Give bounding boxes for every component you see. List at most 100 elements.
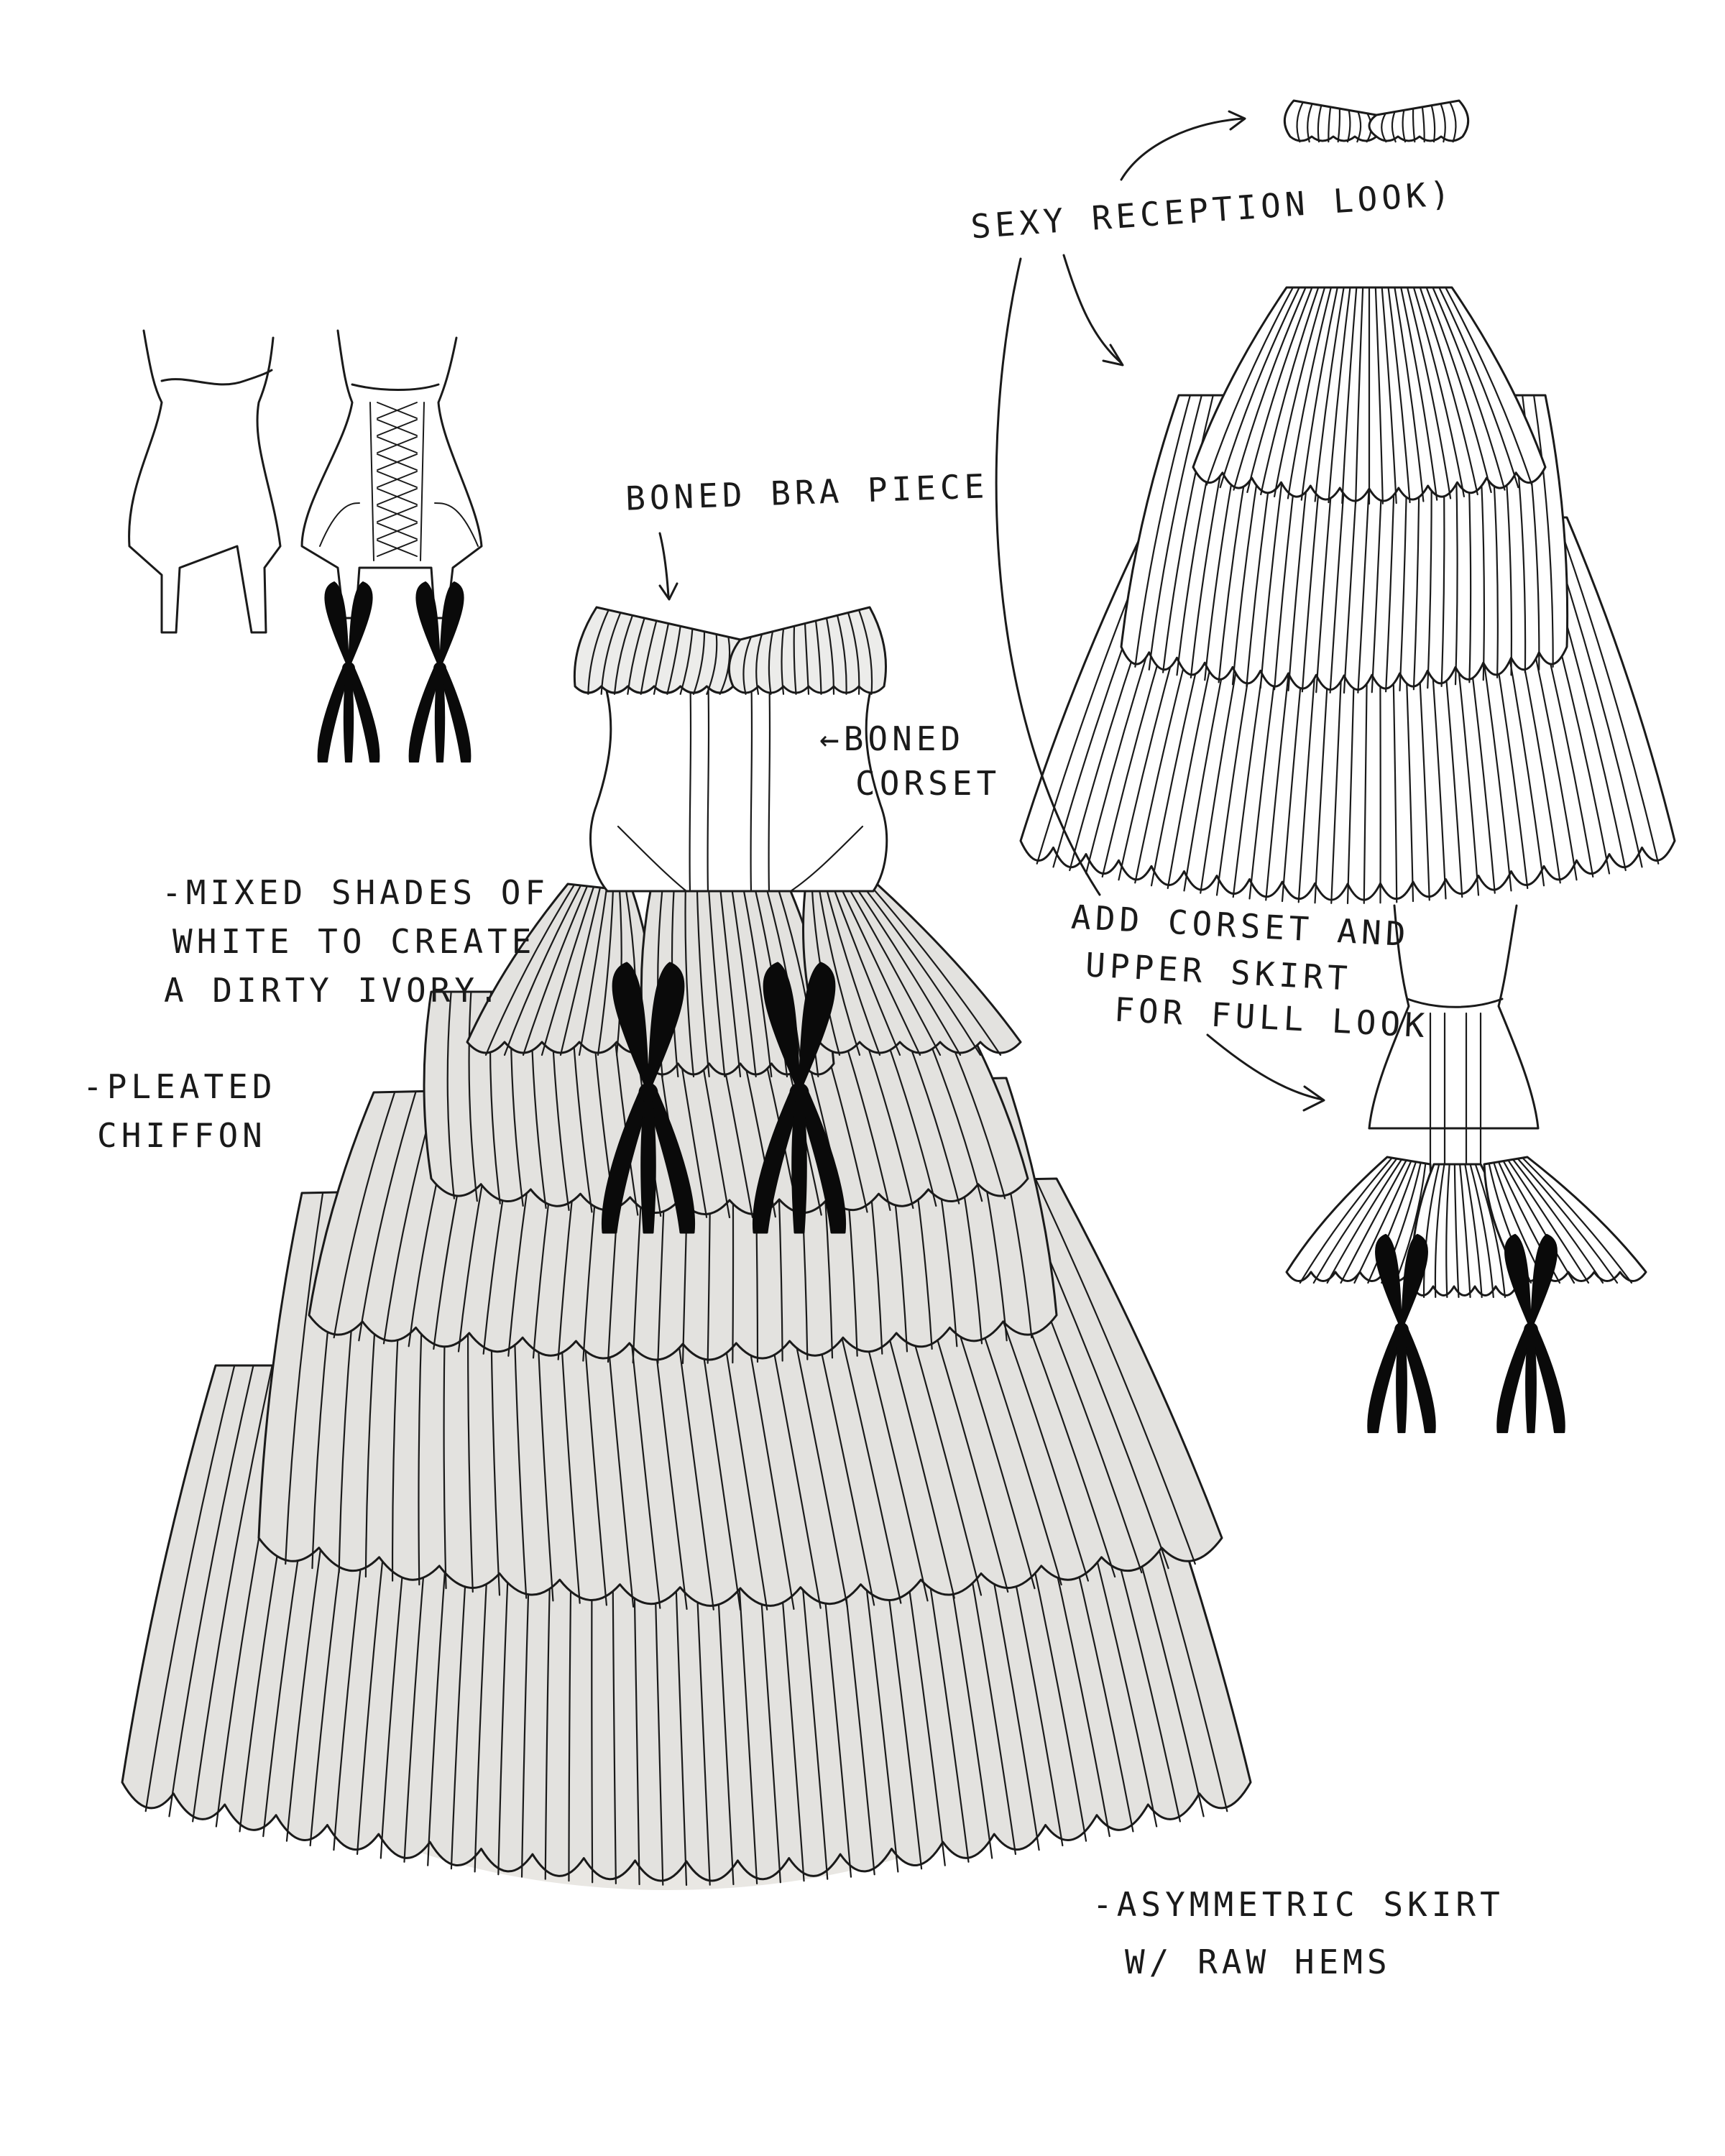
gown-bow-left-loop-right <box>647 962 685 1094</box>
gown-bow-left-knot <box>638 1082 658 1102</box>
gown-bow-right-loop-left <box>763 962 801 1094</box>
arrow-bra-piece <box>658 532 670 598</box>
reception-bra-left-pleat <box>1356 111 1362 143</box>
bodysuit-bow-left-loop-left <box>324 581 349 669</box>
reception-tier-1-pleat <box>1314 286 1345 502</box>
full-look-peplum-right-pleat <box>1522 1157 1633 1284</box>
full-look-bow-left-loop-right <box>1400 1233 1428 1331</box>
reception-bra-right-pleat <box>1381 112 1387 143</box>
bodysuit-lacing <box>377 540 418 557</box>
bodysuit-lacing <box>377 505 418 522</box>
reception-tier-1-pleat <box>1412 286 1466 497</box>
gown-peplum-center-pleat <box>696 890 710 1078</box>
gown-tier-3-pleat <box>358 1090 417 1342</box>
full-look-bow-right-knot <box>1524 1322 1538 1337</box>
reception-tier-1-pleat <box>1287 286 1333 499</box>
gown-bra-left-outline <box>573 606 746 694</box>
gown-peplum-left-pleat <box>578 887 608 1056</box>
full-look-peplum-center-pleat <box>1445 1163 1450 1299</box>
full-look-peplum-left-pleat <box>1340 1159 1407 1284</box>
reception-tier-1-pleat <box>1425 286 1492 494</box>
bodysuit-back-neckline <box>351 383 440 391</box>
full-look-peplum-left-pleat <box>1353 1160 1412 1284</box>
reception-tier-1-pleat <box>1406 286 1452 499</box>
bodysuit-lacing <box>377 522 418 540</box>
arrow-to-skirt <box>1062 254 1123 364</box>
gown-bra-right-pleat <box>857 609 873 695</box>
reception-tier-1-pleat <box>1260 286 1320 496</box>
reception-tier-1-pleat <box>1341 286 1358 505</box>
bodysuit-bow-right <box>408 581 472 763</box>
full-look-bow-left-tail-2 <box>1400 1328 1436 1434</box>
gown-peplum-right-pleat <box>840 886 921 1056</box>
full-look-peplum-center-pleat <box>1464 1163 1483 1299</box>
reception-bra-right-pleat <box>1430 104 1436 143</box>
bodysuit-back-seams <box>369 402 425 561</box>
reception-tier-2-pleat <box>1148 394 1202 671</box>
reception-tier-1-pleat <box>1374 286 1384 505</box>
gown-bra-right-pleat <box>836 614 847 695</box>
gown-peplum-center-pleat <box>742 890 773 1078</box>
reception-bra-right-pleat <box>1449 101 1457 143</box>
bodysuit-bow-left-loop-right <box>348 581 373 669</box>
full-look-peplum-right-pleat <box>1502 1160 1576 1284</box>
reception-bra-left-pleat <box>1296 101 1304 143</box>
gown-bra-right-pleat <box>781 627 785 695</box>
gown-bra-left-pleat <box>653 622 670 695</box>
gown-peplum-center-pleat <box>731 890 757 1078</box>
gown-bra-right-pleat <box>847 612 860 695</box>
gown-bow-right-knot <box>789 1082 809 1102</box>
arrow-head-bra <box>1228 110 1246 131</box>
reception-tier-1-pleat <box>1445 286 1533 486</box>
note-asymmetric-2: W/ RAW HEMS <box>1125 1943 1392 1981</box>
gown-peplum-right-pleat <box>847 885 942 1056</box>
reception-tier-2-pleat <box>1162 394 1214 673</box>
bodysuit-lacing <box>377 453 418 471</box>
full-look-peplum-center-pleat <box>1459 1163 1471 1299</box>
gown-peplum-right-pleat <box>818 888 861 1056</box>
gown-bra-right-pleat <box>793 625 797 695</box>
gown-bra-left-pleat <box>706 633 718 695</box>
gown-bow-right-tail-2 <box>798 1091 847 1234</box>
bodysuit-bow-left-knot <box>342 662 355 675</box>
gown-bra-left-pleat <box>587 609 610 695</box>
reception-tier-1-pleat <box>1394 286 1425 502</box>
main-gown-sketch <box>121 606 1252 1890</box>
gown-peplum-right-pleat <box>832 887 901 1056</box>
gown-peplum-left <box>466 883 656 1056</box>
annotation-arrows <box>658 110 1325 1112</box>
reception-tier-1-pleat <box>1381 286 1397 505</box>
bodysuit-lacing <box>377 402 418 419</box>
gown-peplum-left-pleat <box>503 884 582 1056</box>
full-look-neckline <box>1406 998 1504 1008</box>
full-look-peplum-right-pleat <box>1512 1158 1604 1284</box>
reception-bra-right-pleat <box>1391 111 1397 143</box>
bodysuit-lacing <box>377 471 418 488</box>
gown-bow-left <box>601 962 696 1234</box>
gown-tier-2-pleat <box>446 990 456 1199</box>
reception-bra-left-pleat <box>1317 104 1322 143</box>
full-look-peplum-center-pleat <box>1434 1163 1445 1299</box>
full-look-peplum-left-pleat <box>1312 1158 1398 1284</box>
note-pleated-chiffon-1: -PLEATED <box>83 1067 277 1106</box>
full-look-bow-left-tail-1 <box>1367 1328 1403 1434</box>
bodysuit-bow-right-tail-2 <box>439 668 472 763</box>
reception-tier-1-pleat <box>1387 286 1411 504</box>
bodysuit-bow-left-tail-2 <box>348 668 380 763</box>
full-look-bow-right <box>1496 1233 1565 1434</box>
gown-bra-right-pleat <box>804 622 810 695</box>
note-asymmetric-1: -ASYMMETRIC SKIRT <box>1092 1885 1504 1924</box>
reception-tier-2-pleat <box>1532 394 1554 668</box>
gown-bow-left-tail-2 <box>647 1091 696 1234</box>
bodysuit-lacing <box>377 419 418 436</box>
gown-bra-right-pleat <box>825 617 835 695</box>
reception-tier-1-pleat <box>1400 286 1438 501</box>
reception-tier-1-pleat <box>1355 286 1364 505</box>
arrow-to-bra <box>1120 117 1245 181</box>
note-mixed-shades-3: A DIRTY IVORY. <box>164 971 503 1010</box>
gown-peplum-center-pleat <box>708 890 726 1078</box>
gown-corset-boning <box>689 667 692 893</box>
full-look-bodice <box>1368 904 1540 1130</box>
gown-bra-left-pleat <box>640 619 658 695</box>
